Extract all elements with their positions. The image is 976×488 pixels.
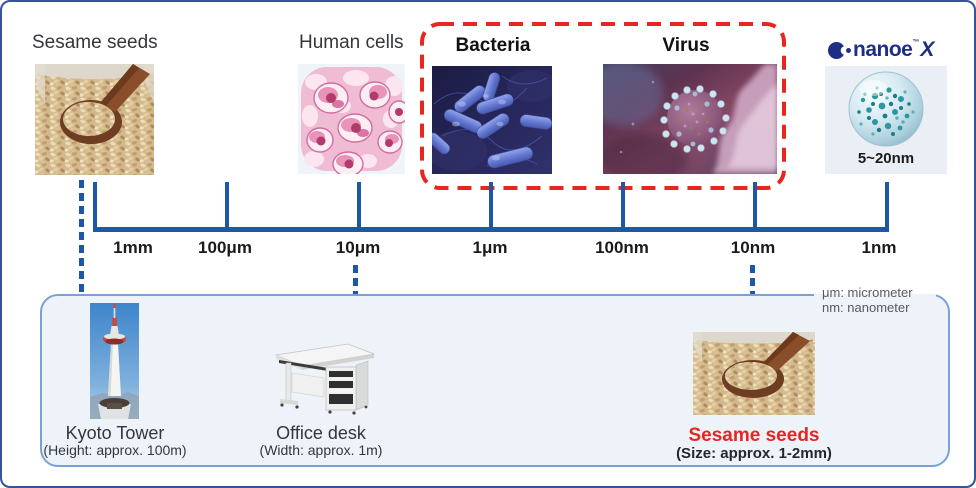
tick-label-1mm: 1mm xyxy=(113,238,153,257)
nanoe-size-label: 5~20nm xyxy=(857,150,915,167)
virus-image xyxy=(603,64,777,174)
unit-note-micrometer: μm: micrometer xyxy=(822,285,913,300)
nanoe-ball-icon xyxy=(828,41,845,59)
trademark-symbol: ™ xyxy=(912,39,920,46)
tick-10um xyxy=(357,182,361,232)
bacteria-image xyxy=(432,66,552,174)
office-desk-name: Office desk xyxy=(276,423,366,443)
sesame-seeds-detail: (Size: approx. 1-2mm) xyxy=(676,445,832,462)
office-desk-image xyxy=(270,339,378,417)
tick-label-10nm: 10nm xyxy=(730,238,776,257)
tick-1um xyxy=(489,182,493,232)
tick-label-1nm: 1nm xyxy=(861,238,897,257)
unit-note-nanometer: nm: nanometer xyxy=(822,300,910,315)
tick-100nm xyxy=(621,182,625,232)
sesame-seeds-label: Sesame seeds xyxy=(32,32,158,53)
nanoe-particle-panel: 5~20nm xyxy=(825,66,947,174)
sesame-seeds-name: Sesame seeds xyxy=(688,425,820,446)
bacteria-label: Bacteria xyxy=(455,35,531,56)
nanoe-brand-text: nanoe xyxy=(853,38,913,61)
tick-10nm xyxy=(753,182,757,232)
human-cells-image xyxy=(298,64,405,174)
office-desk-detail: (Width: approx. 1m) xyxy=(259,442,383,458)
tick-1mm xyxy=(93,182,97,232)
virus-label: Virus xyxy=(662,35,710,56)
tick-100um xyxy=(225,182,229,232)
sesame-seeds-comparison-image xyxy=(693,332,815,415)
nanoe-x-logo: nanoe ™ X xyxy=(828,38,934,62)
kyoto-tower-image xyxy=(90,303,139,419)
nanoe-particle-image xyxy=(848,71,924,147)
kyoto-tower-detail: (Height: approx. 100m) xyxy=(43,442,187,458)
tick-label-100um: 100μm xyxy=(198,238,252,257)
nanoe-x-letter: X xyxy=(920,38,935,61)
connector-10nm-to-sesame-seeds xyxy=(750,265,755,322)
connector-sesame-to-kyoto-tower xyxy=(79,180,84,306)
human-cells-label: Human cells xyxy=(299,32,404,53)
tick-label-1um: 1μm xyxy=(472,238,508,257)
unit-note: μm: micrometer nm: nanometer xyxy=(814,285,936,318)
nanoe-dot-icon xyxy=(846,47,851,53)
sesame-seeds-image xyxy=(35,64,154,175)
tick-1nm xyxy=(885,182,889,232)
tick-label-100nm: 100nm xyxy=(595,238,649,257)
kyoto-tower-name: Kyoto Tower xyxy=(65,423,165,443)
tick-label-10um: 10μm xyxy=(335,238,381,257)
